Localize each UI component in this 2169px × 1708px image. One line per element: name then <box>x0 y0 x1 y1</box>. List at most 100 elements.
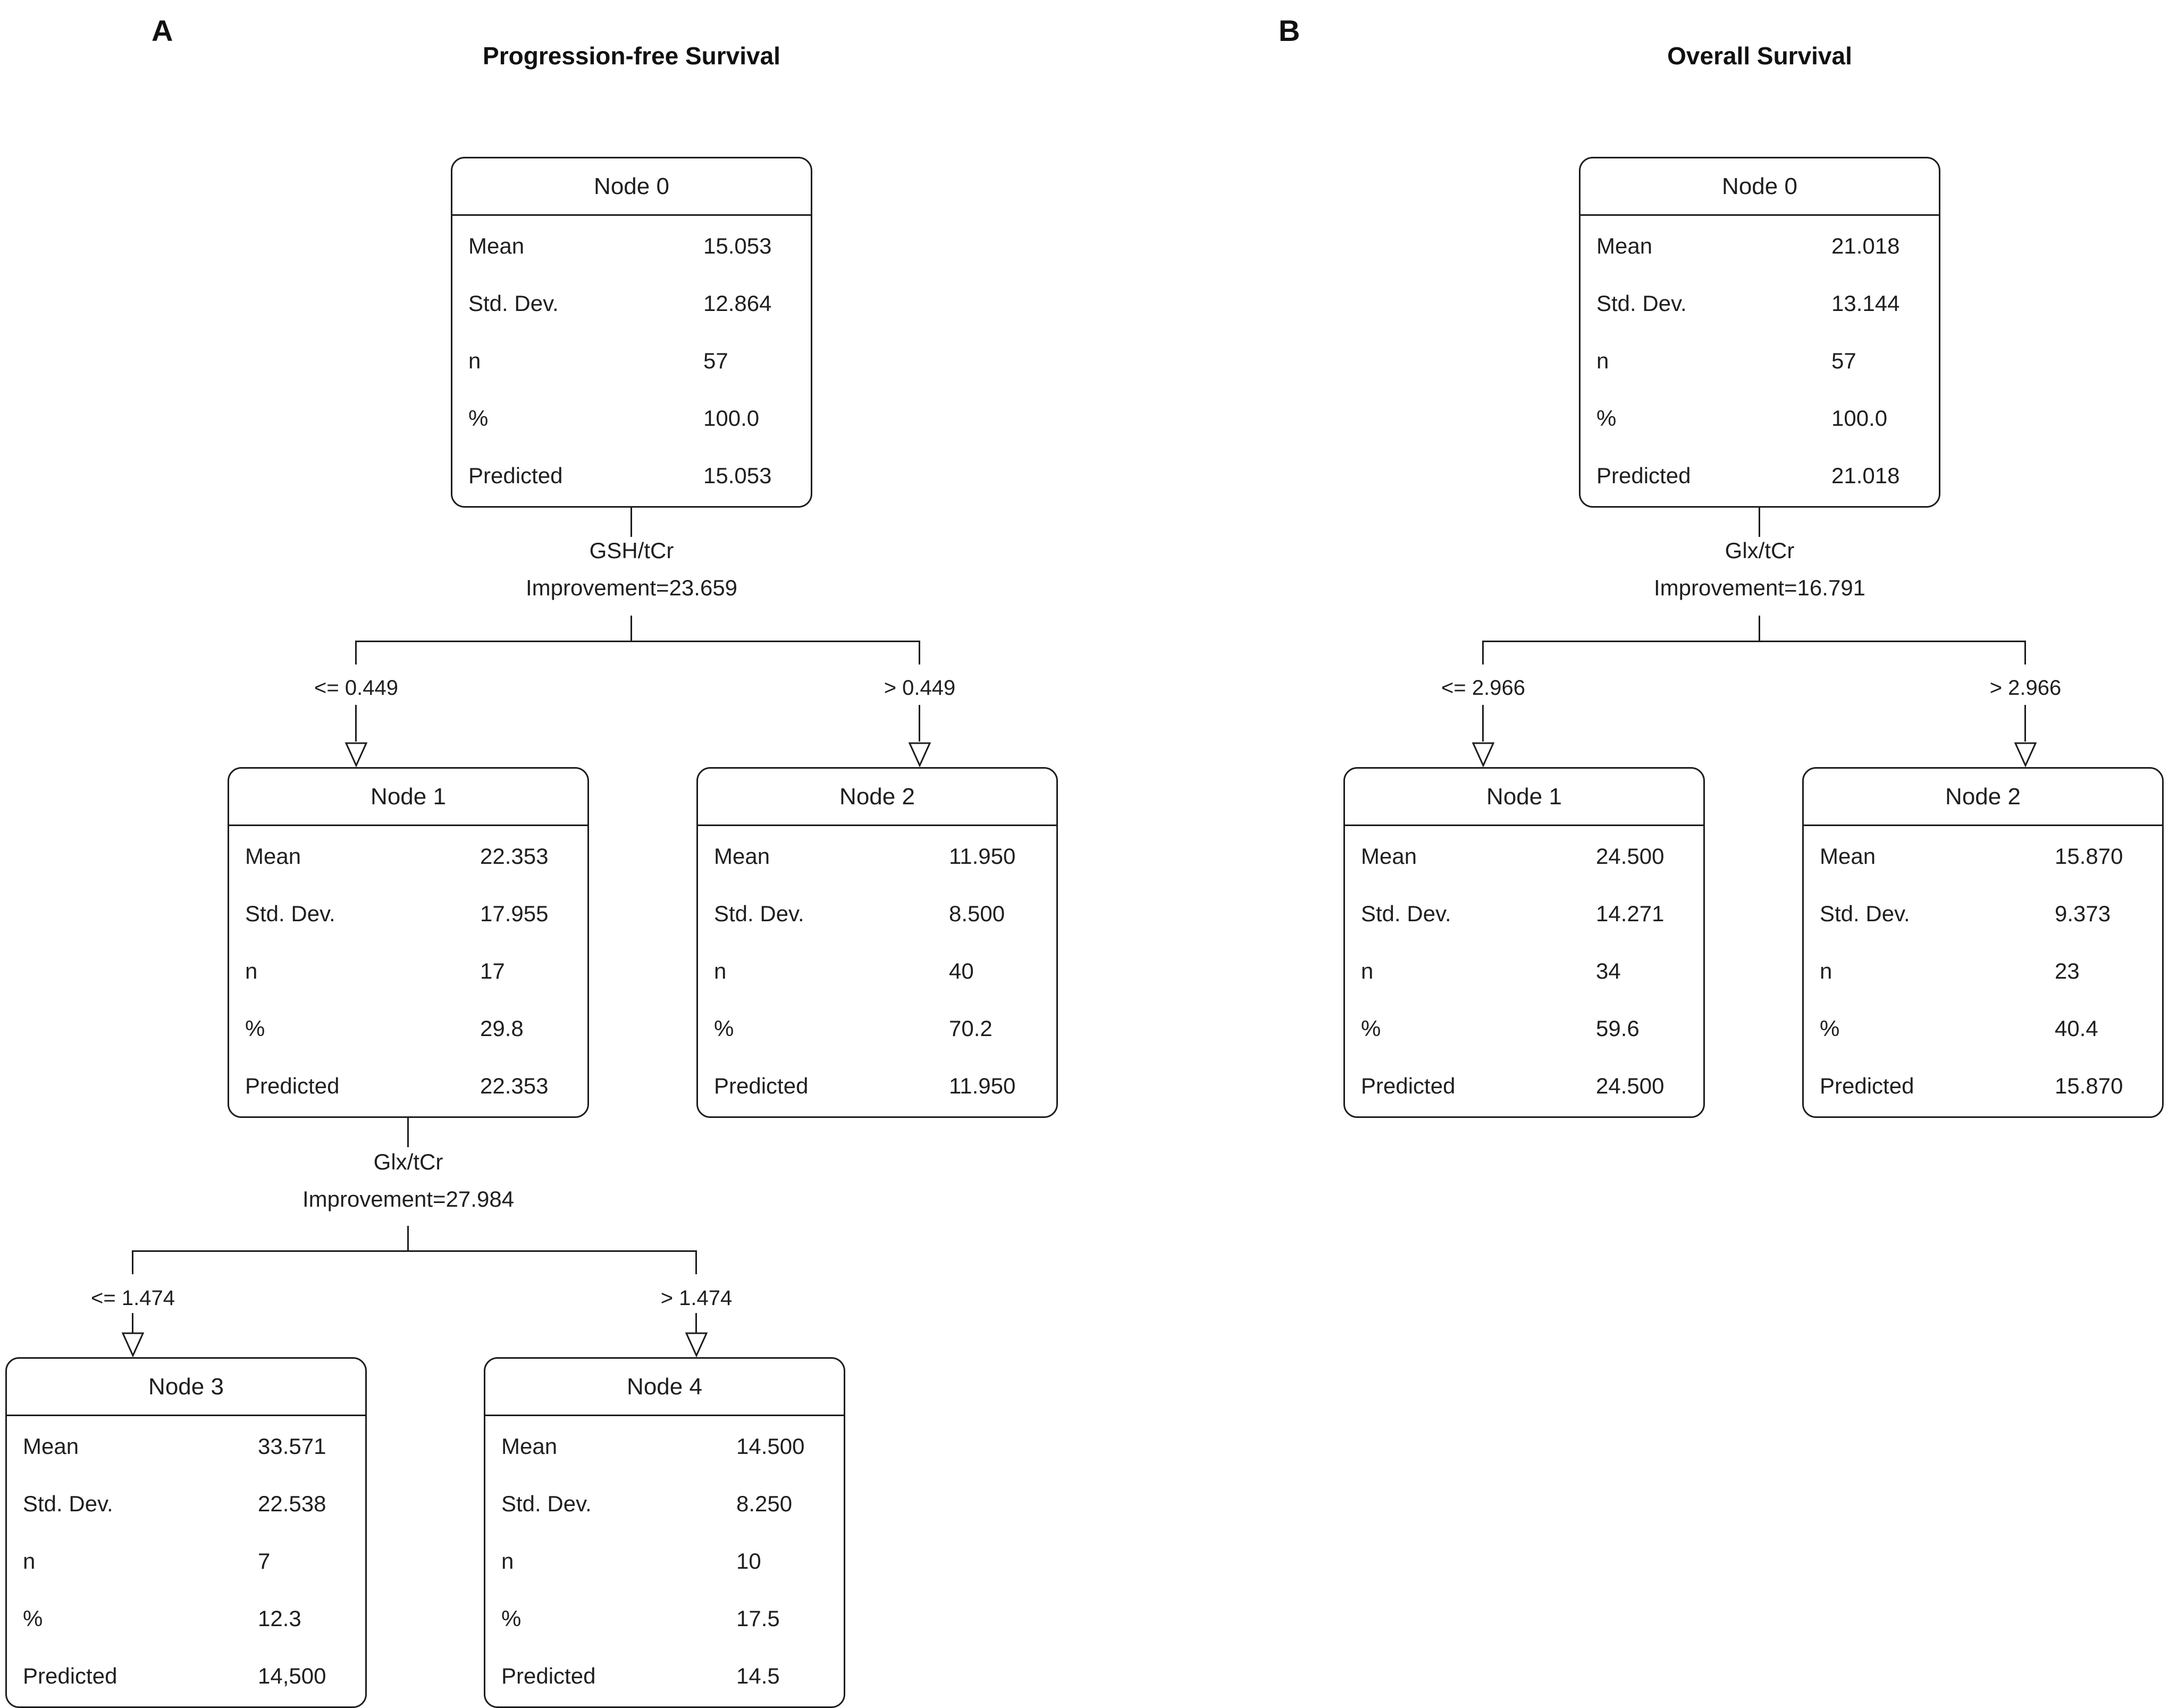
stat-value: 11.950 <box>949 844 1016 869</box>
node-title: Node 3 <box>7 1359 365 1416</box>
node-row: %59.6 <box>1345 1000 1703 1057</box>
branch-condition-right: > 1.474 <box>660 1286 733 1310</box>
stat-label: Std. Dev. <box>23 1491 113 1516</box>
stat-value: 17.5 <box>736 1606 780 1631</box>
stat-label: Std. Dev. <box>1820 901 1910 926</box>
branch-condition-left: <= 0.449 <box>314 676 398 700</box>
stat-label: Mean <box>714 844 770 869</box>
stat-label: Std. Dev. <box>1361 901 1451 926</box>
stat-label: Mean <box>245 844 301 869</box>
stat-value: 33.571 <box>258 1434 326 1459</box>
node-row: Std. Dev.8.250 <box>485 1475 844 1533</box>
stat-value: 7 <box>258 1549 271 1574</box>
stat-value: 24.500 <box>1596 1073 1664 1098</box>
connector-line <box>355 641 920 642</box>
node-row: % 17.5 <box>485 1590 844 1647</box>
split-improvement: Improvement=27.984 <box>302 1187 515 1211</box>
panel-b-title: Overall Survival <box>1667 42 1852 70</box>
stat-value: 100.0 <box>1831 406 1888 431</box>
stat-value: 14.500 <box>736 1434 805 1459</box>
stat-label: Std. Dev. <box>714 901 804 926</box>
stat-label: Predicted <box>245 1073 340 1098</box>
node-row: % 70.2 <box>698 1000 1056 1057</box>
stat-value: 15.053 <box>703 233 772 258</box>
connector-line <box>630 616 632 641</box>
stat-label: Predicted <box>468 463 563 488</box>
stat-label: Std. Dev. <box>1596 291 1687 316</box>
stat-value: 15.053 <box>703 463 772 488</box>
stat-label: Mean <box>1361 844 1417 869</box>
node-title: Node 1 <box>1345 769 1703 826</box>
stat-value: 40.4 <box>2055 1016 2098 1041</box>
connector-line <box>919 705 920 742</box>
stat-value: 57 <box>703 348 728 373</box>
stat-value: 15.870 <box>2055 844 2123 869</box>
node-row: Std. Dev.12.864 <box>452 275 811 332</box>
stat-value: 10 <box>736 1549 761 1574</box>
connector-line <box>132 1313 133 1334</box>
connector-line <box>1482 705 1484 742</box>
node-title: Node 0 <box>1580 158 1939 216</box>
split-variable: Glx/tCr <box>373 1149 443 1174</box>
node-row: %29.8 <box>229 1000 587 1057</box>
node-row: n 23 <box>1804 943 2162 1000</box>
stat-label: n <box>245 958 258 983</box>
node-row: Predicted 21.018 <box>1580 447 1939 504</box>
node-row: %40.4 <box>1804 1000 2162 1057</box>
stat-label: Mean <box>501 1434 558 1459</box>
node-title: Node 4 <box>485 1359 844 1416</box>
node-row: %100.0 <box>452 390 811 447</box>
stat-label: n <box>1820 958 1832 983</box>
connector-line <box>355 705 357 742</box>
stat-value: 23 <box>2055 958 2080 983</box>
arrow-down-icon <box>121 1332 145 1357</box>
stat-label: % <box>468 406 489 431</box>
node-row: Mean 14.500 <box>485 1418 844 1475</box>
stat-label: Predicted <box>23 1663 117 1688</box>
stat-value: 70.2 <box>949 1016 993 1041</box>
split-improvement: Improvement=16.791 <box>1653 575 1866 600</box>
stat-label: % <box>501 1606 522 1631</box>
connector-line <box>1759 616 1760 641</box>
stat-value: 21.018 <box>1831 463 1900 488</box>
node-title: Node 2 <box>1804 769 2162 826</box>
stat-value: 40 <box>949 958 974 983</box>
connector-line <box>1759 508 1760 537</box>
stat-value: 57 <box>1831 348 1856 373</box>
stat-value: 13.144 <box>1831 291 1900 316</box>
stat-label: n <box>1361 958 1374 983</box>
split-variable: GSH/tCr <box>589 538 674 563</box>
connector-line <box>2024 641 2026 664</box>
stat-label: % <box>714 1016 734 1041</box>
connector-line <box>630 508 632 537</box>
node-row: Std. Dev.14.271 <box>1345 885 1703 943</box>
node-title: Node 2 <box>698 769 1056 826</box>
connector-line <box>695 1313 697 1334</box>
stat-label: Predicted <box>1596 463 1691 488</box>
node-title: Node 1 <box>229 769 587 826</box>
node-row: Std. Dev.17.955 <box>229 885 587 943</box>
branch-condition-left: <= 1.474 <box>91 1286 175 1310</box>
node-row: Mean 11.950 <box>698 828 1056 885</box>
connector-line <box>132 1250 697 1252</box>
